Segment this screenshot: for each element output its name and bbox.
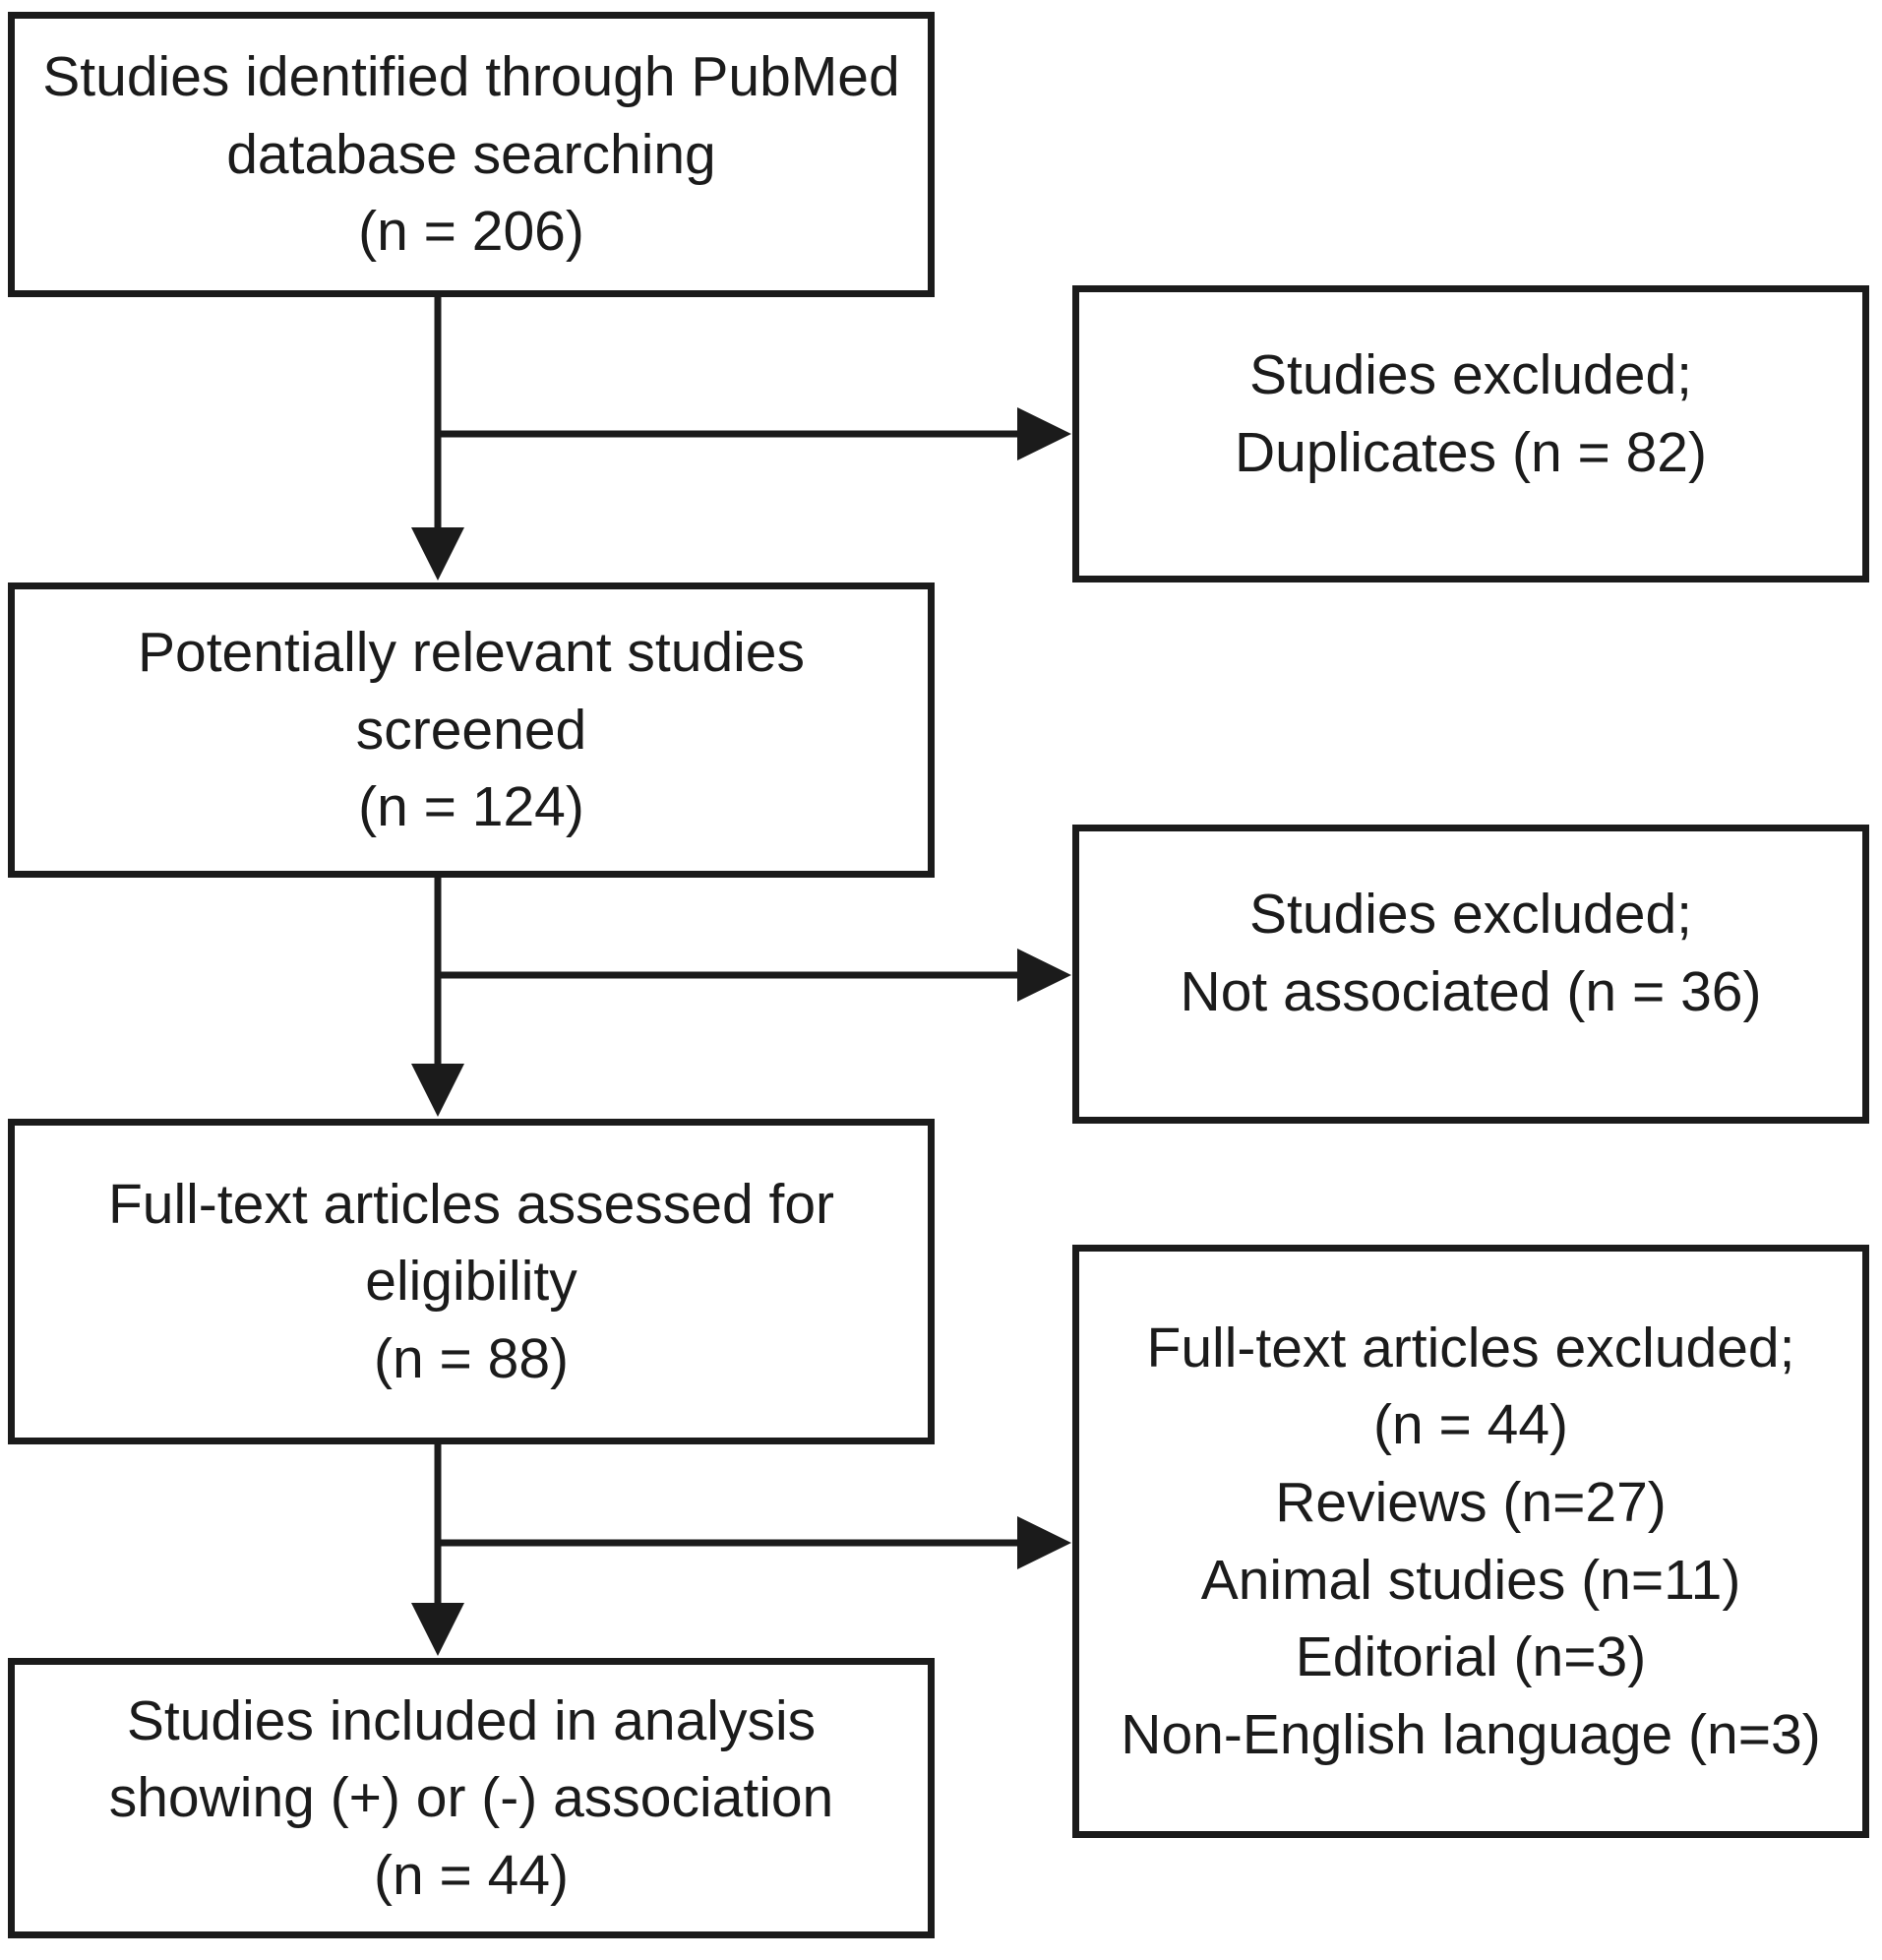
box-text-line: (n = 44) [373, 1843, 570, 1907]
arrow-fulltext-to-included [411, 1444, 464, 1656]
box-text-line: Animal studies (n=11) [1200, 1548, 1741, 1612]
box-text-line: Studies excluded; [1249, 883, 1692, 946]
arrow-branch-duplicates [438, 407, 1071, 460]
box-text-line: eligibility [365, 1250, 577, 1314]
box-text-line: database searching [226, 122, 716, 186]
box-excluded-duplicates: Studies excluded; Duplicates (n = 82) [1072, 285, 1869, 582]
box-text-line: Editorial (n=3) [1295, 1625, 1647, 1689]
arrow-screened-to-fulltext [411, 878, 464, 1117]
arrow-identified-to-screened [411, 297, 464, 581]
box-excluded-not-associated: Studies excluded; Not associated (n = 36… [1072, 825, 1869, 1124]
box-text-line: Non-English language (n=3) [1121, 1702, 1821, 1766]
box-studies-identified: Studies identified through PubMed databa… [8, 12, 935, 297]
box-text-line: (n = 206) [358, 200, 584, 264]
box-studies-screened: Potentially relevant studies screened (n… [8, 582, 935, 878]
box-text-line: Full-text articles assessed for [107, 1172, 835, 1236]
box-fulltext-excluded: Full-text articles excluded; (n = 44) Re… [1072, 1245, 1869, 1838]
box-text-line: Studies excluded; [1249, 343, 1692, 406]
box-text-line: Studies included in analysis [126, 1688, 817, 1752]
box-text-line: (n = 124) [358, 775, 584, 839]
box-text-line: Potentially relevant studies [137, 621, 806, 685]
box-text-line: showing (+) or (-) association [108, 1766, 834, 1830]
box-text-line: Duplicates (n = 82) [1235, 420, 1707, 484]
box-studies-included: Studies included in analysis showing (+)… [8, 1658, 935, 1938]
arrow-branch-fulltext-excluded [438, 1516, 1071, 1569]
box-text-line: (n = 88) [373, 1326, 570, 1390]
box-text-line: (n = 44) [1372, 1393, 1569, 1457]
box-text-line: screened [355, 698, 587, 762]
box-fulltext-assessed: Full-text articles assessed for eligibil… [8, 1119, 935, 1444]
box-text-line: Reviews (n=27) [1275, 1470, 1667, 1534]
box-text-line: Not associated (n = 36) [1180, 959, 1762, 1023]
box-text-line: Studies identified through PubMed [42, 45, 900, 109]
arrow-branch-not-associated [438, 949, 1071, 1002]
box-text-line: Full-text articles excluded; [1146, 1316, 1795, 1379]
